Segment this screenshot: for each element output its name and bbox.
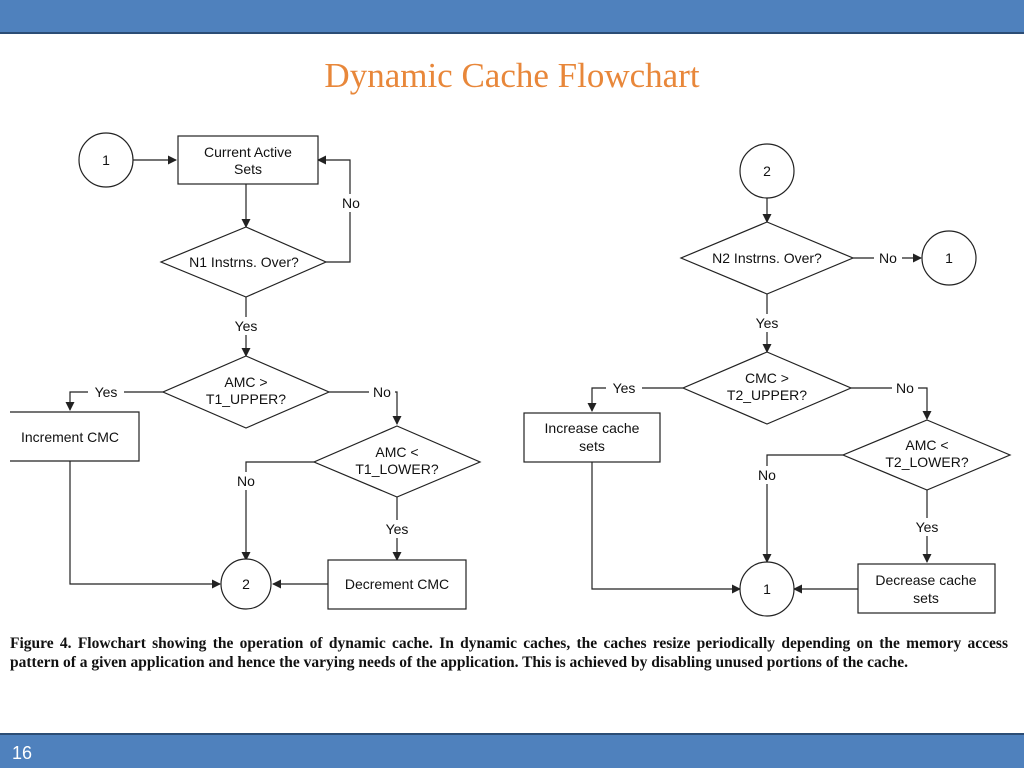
svg-text:1: 1 xyxy=(945,250,953,266)
svg-text:Decrement CMC: Decrement CMC xyxy=(345,576,449,592)
svg-text:AMC <: AMC < xyxy=(905,437,948,453)
edge-lower-no xyxy=(241,461,314,561)
svg-text:Current Active: Current Active xyxy=(204,144,292,160)
decrease-cache-sets-box: Decrease cache sets xyxy=(857,563,996,614)
left-start-connector: 1 xyxy=(78,132,134,188)
top-bar xyxy=(0,0,1024,34)
right-end-connector: 1 xyxy=(739,561,795,617)
n2-instructions-decision: N2 Instrns. Over? xyxy=(679,221,855,295)
right-to-one-connector: 1 xyxy=(921,230,977,286)
n1-instructions-decision: N1 Instrns. Over? xyxy=(159,226,328,298)
svg-text:N1 Instrns. Over?: N1 Instrns. Over? xyxy=(189,254,299,270)
right-start-connector: 2 xyxy=(739,143,795,199)
svg-text:T2_LOWER?: T2_LOWER? xyxy=(885,454,968,470)
bottom-bar: 16 xyxy=(0,733,1024,768)
right-flow: 2 N2 Instrns. Over? 1 CMC > T2_UPPER? AM… xyxy=(523,143,1012,617)
amc-t2-lower-decision: AMC < T2_LOWER? xyxy=(841,419,1012,491)
svg-text:sets: sets xyxy=(913,590,939,606)
left-flow: 1 Current Active Sets N1 Instrns. Over? … xyxy=(10,132,482,610)
amc-upper-decision: AMC > T1_UPPER? xyxy=(161,355,331,429)
edge-upper-yes xyxy=(65,391,165,411)
svg-text:CMC >: CMC > xyxy=(745,370,789,386)
label-yes-upper: Yes xyxy=(95,384,118,400)
label-no-cmc-upper: No xyxy=(896,380,914,396)
edge-upper-no xyxy=(329,391,402,425)
edge-cmc-upper-no xyxy=(851,387,932,420)
svg-text:1: 1 xyxy=(763,581,771,597)
flowchart: 1 Current Active Sets N1 Instrns. Over? … xyxy=(10,132,1012,617)
slide-title: Dynamic Cache Flowchart xyxy=(324,56,700,95)
svg-text:AMC <: AMC < xyxy=(375,444,418,460)
svg-text:AMC >: AMC > xyxy=(224,374,267,390)
svg-text:N2 Instrns. Over?: N2 Instrns. Over? xyxy=(712,250,822,266)
label-no-upper: No xyxy=(373,384,391,400)
label-yes-cmc-upper: Yes xyxy=(613,380,636,396)
svg-text:2: 2 xyxy=(763,163,771,179)
label-yes-t2-lower: Yes xyxy=(916,519,939,535)
amc-lower-decision: AMC < T1_LOWER? xyxy=(312,425,482,498)
svg-text:T1_LOWER?: T1_LOWER? xyxy=(355,461,438,477)
edge-cmc-upper-yes xyxy=(587,387,683,412)
svg-text:Increment CMC: Increment CMC xyxy=(21,429,119,445)
left-end-connector: 2 xyxy=(220,558,272,610)
label-no-t2-lower: No xyxy=(758,467,776,483)
current-active-sets-box: Current Active Sets xyxy=(177,135,319,185)
slide-number: 16 xyxy=(12,743,33,763)
edge-increase-to-end xyxy=(591,462,741,594)
label-no-n2: No xyxy=(879,250,897,266)
svg-text:2: 2 xyxy=(242,576,250,592)
cmc-upper-decision: CMC > T2_UPPER? xyxy=(681,351,853,425)
figure-caption: Figure 4. Flowchart showing the operatio… xyxy=(10,635,1008,671)
decrement-cmc-box: Decrement CMC xyxy=(327,559,467,610)
edge-increment-to-end xyxy=(69,461,221,589)
label-yes-n1: Yes xyxy=(235,318,258,334)
svg-text:sets: sets xyxy=(579,438,605,454)
svg-text:T2_UPPER?: T2_UPPER? xyxy=(727,387,807,403)
label-yes-lower: Yes xyxy=(386,521,409,537)
increase-cache-sets-box: Increase cache sets xyxy=(523,412,661,463)
svg-text:Decrease cache: Decrease cache xyxy=(875,572,976,588)
svg-text:Sets: Sets xyxy=(234,161,262,177)
label-yes-n2: Yes xyxy=(756,315,779,331)
label-no-loop: No xyxy=(342,195,360,211)
svg-text:Increase cache: Increase cache xyxy=(545,420,640,436)
label-no-lower: No xyxy=(237,473,255,489)
svg-text:T1_UPPER?: T1_UPPER? xyxy=(206,391,286,407)
increment-cmc-box: Increment CMC xyxy=(10,411,140,462)
svg-text:1: 1 xyxy=(102,152,110,168)
edge-t2-lower-no xyxy=(762,454,843,563)
